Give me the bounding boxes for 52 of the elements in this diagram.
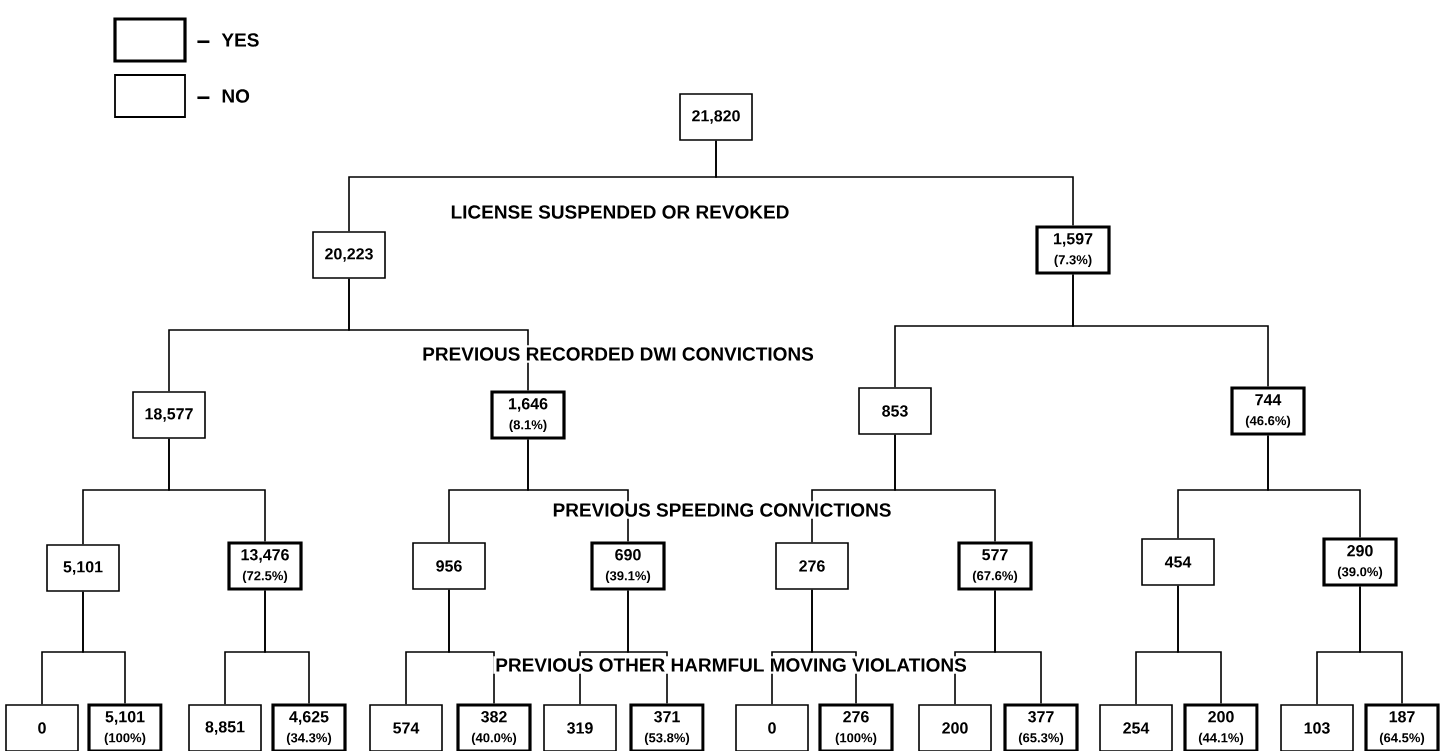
tree-connector: [715, 140, 1074, 227]
yes-count-box: 1,646 (8.1%): [490, 390, 566, 440]
tree-connector: [811, 589, 857, 705]
tree-connector: [994, 589, 1042, 705]
yes-count-box: 377 (65.3%): [1003, 703, 1079, 751]
split-label: PREVIOUS SPEEDING CONVICTIONS: [550, 501, 894, 519]
split-label: PREVIOUS RECORDED DWI CONVICTIONS: [420, 345, 816, 363]
yes-count-box: 187 (64.5%): [1364, 703, 1440, 751]
yes-count-box: 690 (39.1%): [590, 541, 666, 591]
count-box: 853: [858, 387, 932, 435]
tree-connector: [448, 589, 495, 705]
yes-count-box: 200 (44.1%): [1183, 703, 1259, 751]
yes-count-box: 276 (100%): [818, 703, 894, 751]
count-box: 454: [1141, 538, 1215, 586]
tree-connector: [527, 438, 629, 543]
yes-count-box: 744 (46.6%): [1230, 386, 1306, 436]
count-box: 8,851: [188, 704, 262, 751]
count-box: 276: [775, 542, 849, 590]
count-box: 254: [1099, 704, 1173, 751]
yes-count-box: 5,101 (100%): [87, 703, 163, 751]
tree-connector: [1267, 434, 1361, 539]
count-box: 0: [735, 704, 809, 751]
tree-connector: [348, 278, 529, 392]
count-box: 5,101: [46, 544, 120, 592]
legend-label: YES: [197, 33, 259, 47]
tree-connector: [264, 589, 310, 705]
yes-count-box: 1,597 (7.3%): [1035, 225, 1111, 275]
yes-count-box: 577 (67.6%): [957, 541, 1033, 591]
count-box: 20,223: [312, 231, 386, 279]
count-box: 574: [369, 704, 443, 751]
yes-count-box: 382 (40.0%): [456, 703, 532, 751]
count-box: 18,577: [132, 391, 206, 439]
yes-count-box: 13,476 (72.5%): [227, 541, 303, 591]
count-box: 21,820: [679, 93, 753, 141]
yes-count-box: 371 (53.8%): [629, 703, 705, 751]
yes-count-box: 4,625 (34.3%): [271, 703, 347, 751]
tree-connector: [627, 589, 668, 705]
count-box: 319: [543, 704, 617, 751]
tree-connector: [1072, 273, 1269, 388]
tree-connector: [1177, 585, 1222, 705]
tree-connector: [894, 434, 996, 543]
split-label: PREVIOUS OTHER HARMFUL MOVING VIOLATIONS: [493, 656, 969, 674]
tree-connector: [1359, 585, 1403, 705]
yes-count-box: 290 (39.0%): [1322, 537, 1398, 587]
tree-connector: [82, 591, 126, 705]
count-box: 200: [918, 704, 992, 751]
count-box: 0: [5, 704, 79, 751]
legend-label: NO: [197, 89, 250, 103]
tree-connector: [168, 438, 266, 543]
split-label: LICENSE SUSPENDED OR REVOKED: [448, 203, 792, 221]
count-box: 956: [412, 542, 486, 590]
count-box: 103: [1280, 704, 1354, 751]
